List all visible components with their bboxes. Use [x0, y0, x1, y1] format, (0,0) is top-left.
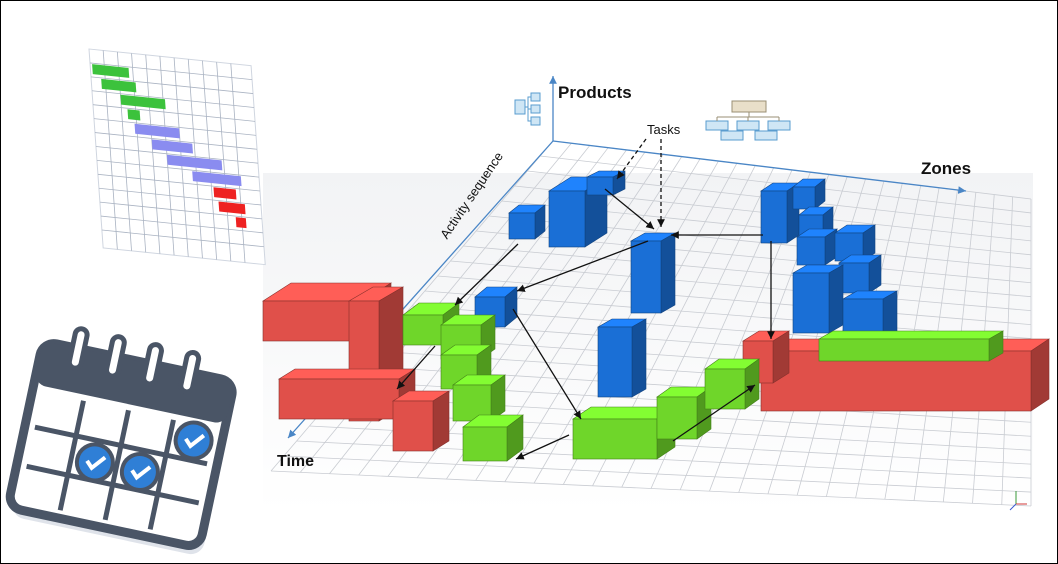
zone-hierarchy-icon — [705, 100, 791, 141]
products-axis-label: Products — [558, 83, 632, 102]
blue-block — [629, 232, 677, 314]
tasks-annotation: Tasks — [647, 122, 681, 137]
gantt-chart-icon — [88, 48, 266, 266]
blue-block — [796, 228, 838, 266]
green-block — [462, 414, 524, 462]
blue-block — [838, 254, 882, 294]
grid-line — [450, 260, 1032, 312]
blue-block — [474, 286, 518, 328]
arrow — [672, 384, 756, 442]
blue-block — [791, 264, 845, 334]
precedence-arrows — [396, 138, 775, 460]
red-block — [391, 390, 451, 452]
product-hierarchy-icon — [514, 92, 541, 126]
arrow — [515, 434, 570, 460]
time-axis-label: Time — [277, 453, 315, 470]
green-block — [572, 406, 676, 460]
arrow — [604, 188, 655, 230]
arrow — [512, 308, 582, 420]
green-block — [704, 358, 760, 410]
blue-block — [792, 178, 826, 210]
arrow — [454, 243, 519, 306]
grid-line — [424, 290, 1032, 339]
arrow — [516, 240, 649, 292]
blue-block — [508, 204, 546, 240]
green-block — [452, 374, 506, 422]
green-block — [817, 330, 1005, 362]
grid-line — [270, 470, 1032, 507]
calendar-icon — [5, 326, 237, 555]
blue-block — [596, 318, 648, 398]
grid-line — [283, 455, 1032, 493]
green-block — [656, 386, 712, 440]
zones-axis-label: Zones — [921, 159, 972, 178]
axis-triad-icon — [1009, 491, 1027, 511]
grid-line — [463, 245, 1032, 298]
zones-axis — [552, 140, 967, 194]
arrow — [616, 138, 647, 180]
arrow — [396, 345, 436, 390]
blue-block — [586, 170, 626, 196]
